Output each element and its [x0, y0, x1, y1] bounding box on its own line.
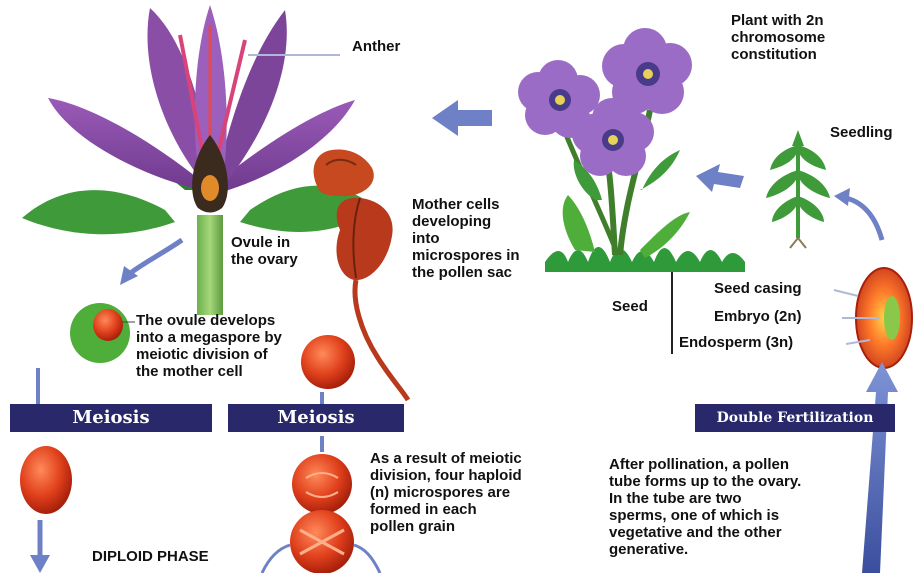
label-megaspore: The ovule develops into a megaspore by m…: [136, 312, 282, 380]
arrow-fertilization-up: [862, 362, 898, 573]
label-embryo: Embryo (2n): [714, 308, 802, 325]
seed-pointer: [834, 290, 858, 296]
label-microspores: As a result of meiotic division, four ha…: [370, 450, 522, 535]
arrow-head: [834, 188, 850, 206]
microspore-cell: [292, 454, 352, 514]
megaspore-cell-lower: [20, 446, 72, 514]
leaf-left: [22, 190, 175, 234]
label-ovule: Ovule in the ovary: [231, 234, 298, 268]
arrow-plant-to-flower: [432, 100, 492, 136]
label-mother-cells: Mother cells developing into microspores…: [412, 196, 520, 281]
plant-illustration: [518, 28, 745, 272]
label-plant: Plant with 2n chromosome constitution: [731, 12, 825, 63]
meiosis-banner-left: Meiosis: [10, 404, 212, 432]
label-seed: Seed: [612, 298, 648, 315]
label-anther: Anther: [352, 38, 400, 55]
arrow-seed-to-seedling: [846, 198, 882, 240]
megaspore-nucleus: [93, 309, 123, 341]
label-diploid-phase: DIPLOID PHASE: [92, 548, 209, 565]
label-pollination: After pollination, a pollen tube forms u…: [609, 456, 801, 558]
flower-stem: [197, 215, 223, 315]
arrow-to-megaspore: [128, 240, 182, 275]
pollen-mother-cell: [301, 335, 355, 389]
seed-embryo: [884, 296, 900, 340]
arrow-head: [30, 555, 50, 573]
label-seedling: Seedling: [830, 124, 893, 141]
label-seed-casing: Seed casing: [714, 280, 802, 297]
arrow-seedling-to-plant: [696, 164, 744, 192]
label-endosperm: Endosperm (3n): [679, 334, 793, 351]
double-fertilization-banner: Double Fertilization: [695, 404, 895, 432]
ovule: [201, 175, 219, 201]
meiosis-banner-right: Meiosis: [228, 404, 404, 432]
seedling-illustration: [766, 130, 830, 248]
